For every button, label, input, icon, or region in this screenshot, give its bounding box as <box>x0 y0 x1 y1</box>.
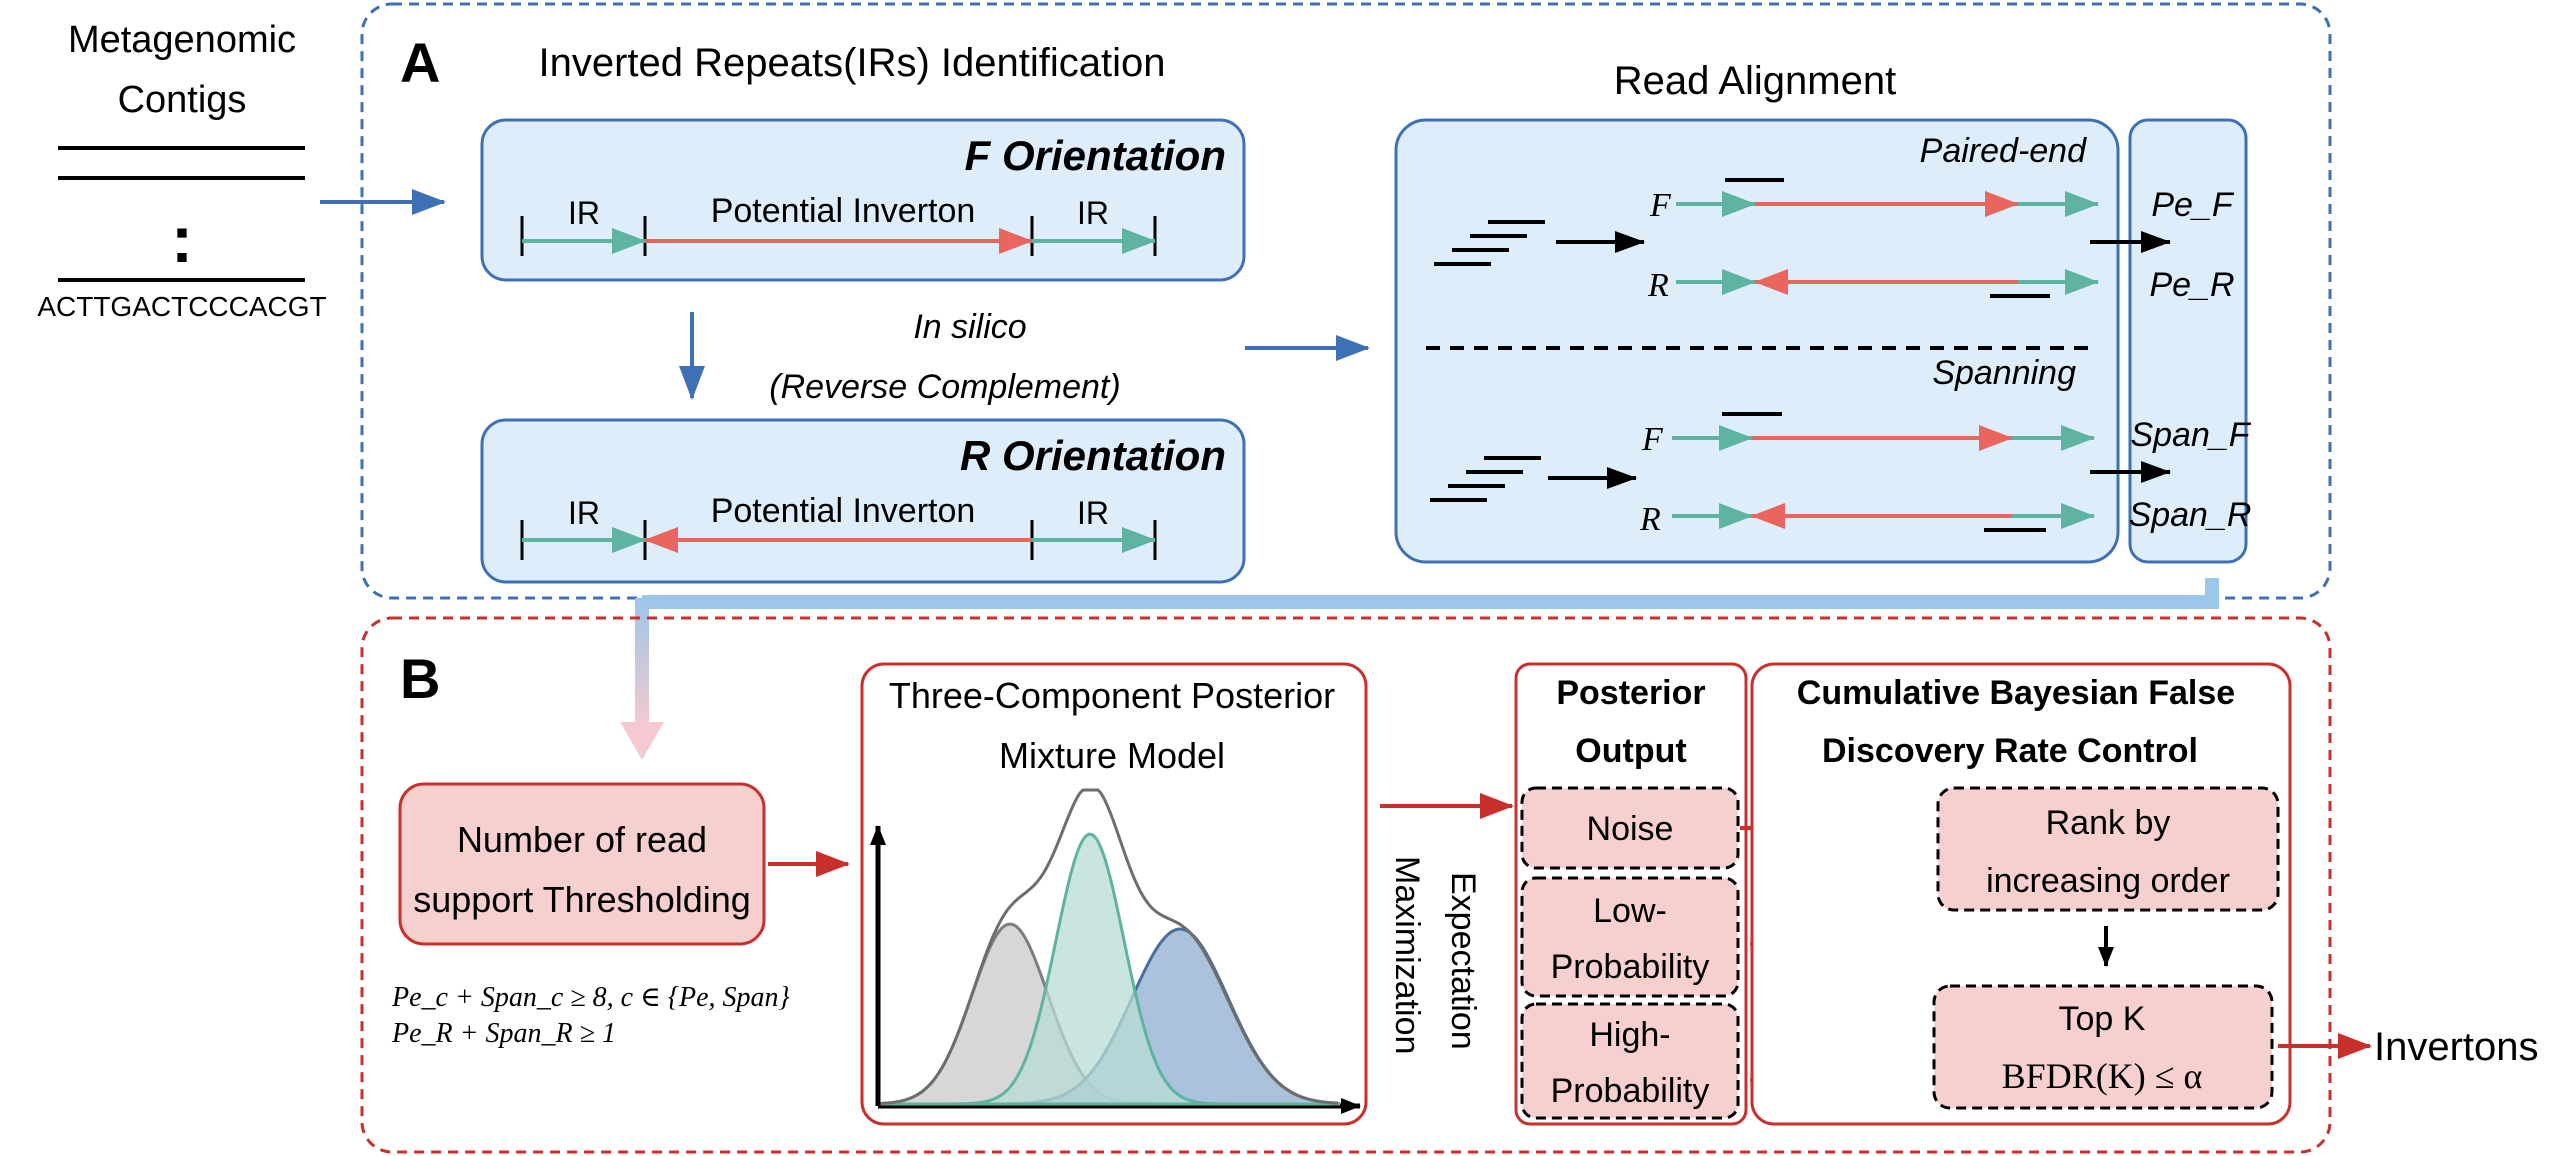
noise-box <box>1520 786 1740 870</box>
contigs-title-line1: Metagenomic <box>68 19 296 61</box>
ir-right-label: IR <box>1077 495 1109 531</box>
potential-inverton-label: Potential Inverton <box>711 492 976 530</box>
mixture-plot <box>870 788 1361 1114</box>
ir-right-label: IR <box>1077 195 1109 231</box>
contigs-input: Metagenomic Contigs : ACTTGACTCCCACGT <box>37 19 326 322</box>
ir-identification-title: Inverted Repeats(IRs) Identification <box>539 41 1166 85</box>
a-to-b-connector <box>620 578 2219 760</box>
r-label: R <box>1647 267 1669 304</box>
read-stack <box>1434 220 1545 266</box>
topk-line2: BFDR(K) ≤ α <box>2002 1056 2203 1096</box>
ir-left-label: IR <box>568 195 600 231</box>
em-label-line1: Expectation <box>1444 872 1482 1050</box>
output-pe-f: Pe_F <box>2151 186 2234 224</box>
contig-ellipsis: : <box>171 202 193 276</box>
read-alignment-title: Read Alignment <box>1614 59 1896 103</box>
high-probability-box <box>1520 1002 1740 1120</box>
component-curve-teal <box>882 832 1340 1106</box>
topk-box <box>1932 984 2274 1110</box>
posterior-title-line2: Output <box>1575 732 1686 770</box>
rank-box <box>1936 786 2280 912</box>
contig-sequence: ACTTGACTCCCACGT <box>37 291 326 322</box>
ir-left-label: IR <box>568 495 600 531</box>
mixture-title-line1: Three-Component Posterior <box>889 675 1335 716</box>
f-label: F <box>1641 421 1664 458</box>
topk-line1: Top K <box>2059 1000 2146 1038</box>
in-silico-label: In silico <box>913 308 1026 346</box>
reverse-complement-label: (Reverse Complement) <box>769 368 1120 406</box>
threshold-line1: Number of read <box>457 819 707 860</box>
rank-line2: increasing order <box>1986 862 2230 900</box>
high-probability-line2: Probability <box>1551 1072 1710 1110</box>
read-alignment-box <box>1394 118 2120 564</box>
low-probability-line2: Probability <box>1551 948 1710 986</box>
f-orientation-box: F Orientation IR Potential Inverton IR <box>480 118 1246 282</box>
output-span-r: Span_R <box>2129 496 2252 534</box>
threshold-box: Number of read support Thresholding <box>398 782 766 946</box>
posterior-title-line1: Posterior <box>1556 674 1705 712</box>
panel-b-letter: B <box>400 647 440 710</box>
bfdr-title-line2: Discovery Rate Control <box>1822 732 2198 770</box>
bfdr-title-line1: Cumulative Bayesian False <box>1797 674 2235 712</box>
mixture-envelope-curve <box>881 788 1339 1105</box>
noise-label: Noise <box>1587 810 1674 848</box>
r-label: R <box>1639 501 1661 538</box>
rank-line1: Rank by <box>2046 804 2171 842</box>
alignment-output-box <box>2128 118 2248 564</box>
contigs-title-line2: Contigs <box>118 79 247 121</box>
spanning-block: Spanning F R <box>1430 354 2095 538</box>
r-orientation-box: R Orientation IR Potential Inverton IR <box>480 418 1246 584</box>
low-probability-box <box>1520 876 1740 998</box>
high-probability-line1: High- <box>1589 1016 1670 1054</box>
paired-end-block: Paired-end F R <box>1434 132 2099 304</box>
spanning-label: Spanning <box>1932 354 2076 392</box>
read-stack <box>1430 456 1541 502</box>
panel-a-letter: A <box>400 31 440 94</box>
low-probability-line1: Low- <box>1593 892 1667 930</box>
f-orientation-title: F Orientation <box>965 132 1226 179</box>
f-label: F <box>1649 187 1672 224</box>
r-orientation-title: R Orientation <box>960 432 1226 479</box>
em-label-line2: Maximization <box>1388 856 1426 1054</box>
mixture-title-line2: Mixture Model <box>999 735 1225 776</box>
invertons-label: Invertons <box>2374 1025 2539 1069</box>
potential-inverton-label: Potential Inverton <box>711 192 976 230</box>
paired-end-label: Paired-end <box>1920 132 2087 170</box>
threshold-formula-2: Pe_R + Span_R ≥ 1 <box>391 1018 616 1049</box>
threshold-formula-1: Pe_c + Span_c ≥ 8, c ∈ {Pe, Span} <box>391 982 790 1013</box>
output-pe-r: Pe_R <box>2149 266 2234 304</box>
panel-b-frame <box>360 616 2332 1154</box>
output-span-f: Span_F <box>2130 416 2251 454</box>
threshold-line2: support Thresholding <box>413 879 751 920</box>
